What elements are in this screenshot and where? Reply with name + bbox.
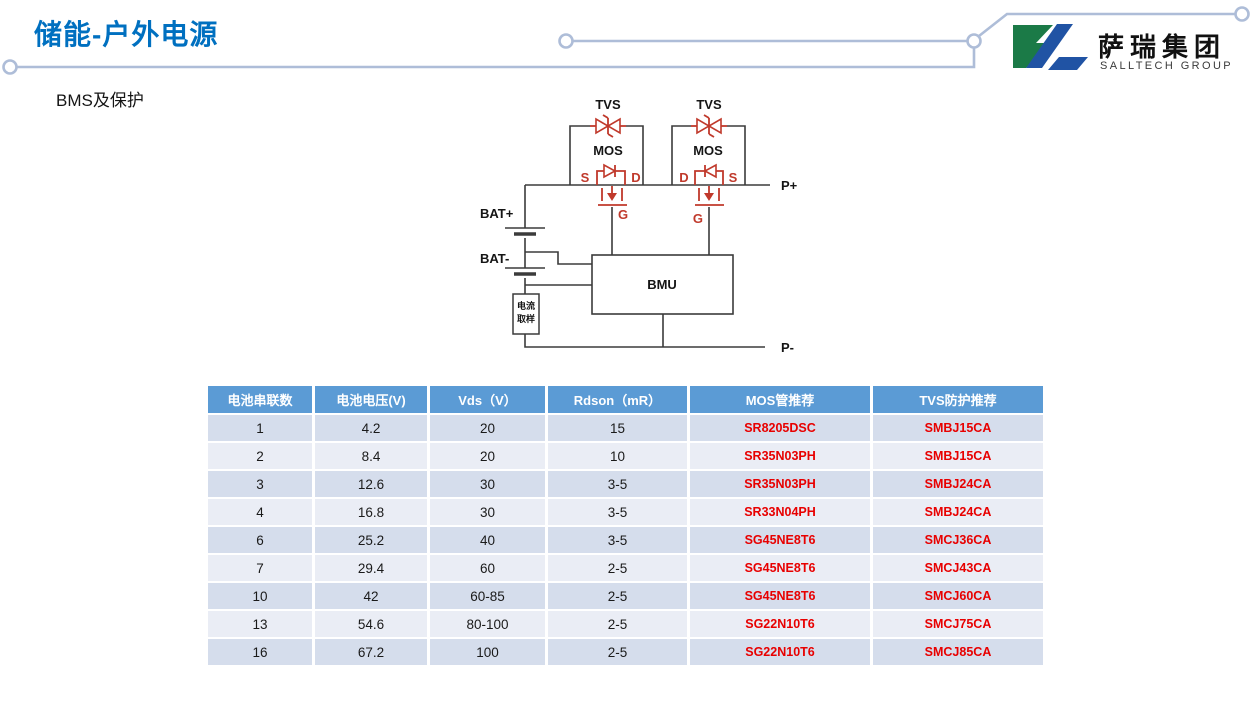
mosfet-icon-left [596, 163, 627, 206]
table-cell: SMBJ15CA [873, 415, 1043, 441]
table-cell: 3-5 [548, 527, 687, 553]
source-label-right: S [729, 170, 738, 185]
table-cell: SMCJ36CA [873, 527, 1043, 553]
table-cell: 40 [430, 527, 545, 553]
table-cell: SMCJ60CA [873, 583, 1043, 609]
table-cell: SG22N10T6 [690, 611, 870, 637]
table-cell: 16 [208, 639, 312, 665]
table-cell: 2-5 [548, 639, 687, 665]
mos-label-right: MOS [693, 143, 723, 158]
table-cell: 30 [430, 471, 545, 497]
table-cell: 42 [315, 583, 427, 609]
table-cell: 30 [430, 499, 545, 525]
table-cell: 15 [548, 415, 687, 441]
bat-minus-label: BAT- [480, 251, 509, 266]
tvs-label-left: TVS [595, 97, 621, 112]
table-cell: 100 [430, 639, 545, 665]
table-cell: 10 [208, 583, 312, 609]
column-header-2: Vds（V） [430, 386, 545, 413]
table-cell: 16.8 [315, 499, 427, 525]
current-sampling-box [512, 293, 540, 335]
table-cell: SG22N10T6 [690, 639, 870, 665]
wire-network [524, 125, 770, 348]
current-sampling-label-2: 取样 [517, 313, 535, 324]
table-cell: 3-5 [548, 499, 687, 525]
logo-mark-icon [1013, 24, 1088, 70]
table-cell: 29.4 [315, 555, 427, 581]
column-header-0: 电池串联数 [208, 386, 312, 413]
p-plus-label: P+ [781, 178, 798, 193]
source-label-left: S [581, 170, 590, 185]
table-cell: SG45NE8T6 [690, 555, 870, 581]
drain-label-left: D [631, 170, 640, 185]
company-name-cn: 萨瑞集团 [1098, 32, 1227, 62]
p-minus-label: P- [781, 340, 794, 355]
table-cell: 2-5 [548, 583, 687, 609]
table-cell: SMCJ85CA [873, 639, 1043, 665]
table-cell: 13 [208, 611, 312, 637]
table-cell: 2 [208, 443, 312, 469]
column-header-5: TVS防护推荐 [873, 386, 1043, 413]
table-cell: 20 [430, 443, 545, 469]
table-cell: SMBJ24CA [873, 499, 1043, 525]
table-cell: 80-100 [430, 611, 545, 637]
table-cell: 7 [208, 555, 312, 581]
table-cell: SR35N03PH [690, 471, 870, 497]
table-cell: 60-85 [430, 583, 545, 609]
connector-lines-decoration [2, 6, 1250, 75]
bmu-label: BMU [647, 277, 677, 292]
table-cell: SR8205DSC [690, 415, 870, 441]
tvs-diode-icon-right [691, 114, 727, 138]
table-cell: 54.6 [315, 611, 427, 637]
table-cell: SR35N03PH [690, 443, 870, 469]
current-sampling-label-1: 电流 [517, 300, 535, 311]
table-cell: SR33N04PH [690, 499, 870, 525]
table-cell: SMBJ15CA [873, 443, 1043, 469]
table-cell: 10 [548, 443, 687, 469]
table-cell: 60 [430, 555, 545, 581]
drain-label-right: D [679, 170, 688, 185]
tvs-label-right: TVS [696, 97, 722, 112]
table-cell: 67.2 [315, 639, 427, 665]
tvs-diode-icon-left [590, 114, 626, 138]
page-title: 储能-户外电源 [34, 19, 219, 50]
column-header-1: 电池电压(V) [315, 386, 427, 413]
table-cell: 3 [208, 471, 312, 497]
bmu-box [591, 254, 734, 315]
table-cell: 2-5 [548, 555, 687, 581]
battery-icon [505, 227, 545, 276]
table-cell: 8.4 [315, 443, 427, 469]
table-cell: 3-5 [548, 471, 687, 497]
table-cell: SMCJ75CA [873, 611, 1043, 637]
gate-label-right: G [693, 211, 703, 226]
circuit-diagram: 电流 取样 BMU [480, 97, 798, 355]
table-cell: 1 [208, 415, 312, 441]
table-cell: SMCJ43CA [873, 555, 1043, 581]
gate-label-left: G [618, 207, 628, 222]
table-cell: 4.2 [315, 415, 427, 441]
table-cell: 6 [208, 527, 312, 553]
bat-plus-label: BAT+ [480, 206, 514, 221]
mos-label-left: MOS [593, 143, 623, 158]
company-logo: 萨瑞集团 SALLTECH GROUP [1010, 22, 1250, 82]
column-header-3: Rdson（mR） [548, 386, 687, 413]
section-subtitle: BMS及保护 [56, 91, 144, 110]
column-header-4: MOS管推荐 [690, 386, 870, 413]
mosfet-icon-right [694, 163, 724, 206]
table-cell: 12.6 [315, 471, 427, 497]
table-cell: SG45NE8T6 [690, 527, 870, 553]
company-name-en: SALLTECH GROUP [1100, 60, 1234, 72]
table-cell: 25.2 [315, 527, 427, 553]
table-cell: SMBJ24CA [873, 471, 1043, 497]
table-cell: 4 [208, 499, 312, 525]
table-cell: SG45NE8T6 [690, 583, 870, 609]
table-cell: 20 [430, 415, 545, 441]
table-cell: 2-5 [548, 611, 687, 637]
